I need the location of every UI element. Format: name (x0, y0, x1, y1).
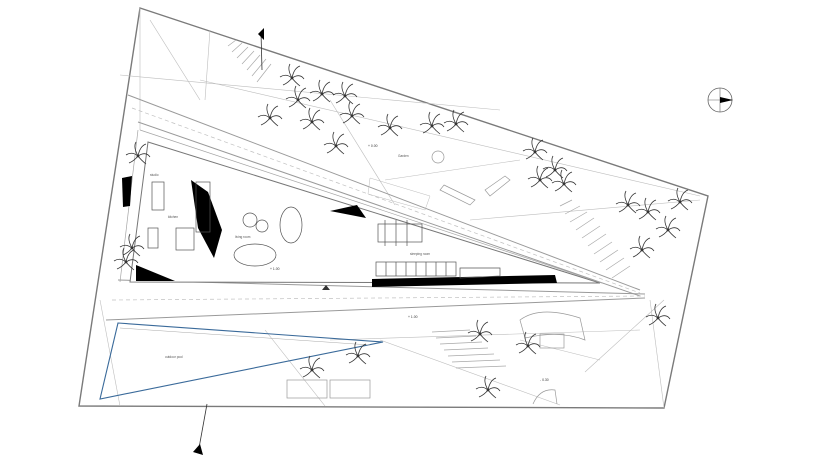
sleeping-furniture (375, 220, 501, 279)
east-steps (559, 199, 631, 279)
upper-terrace-steps (227, 39, 272, 83)
label-garden: Garden (398, 154, 409, 158)
kitchen-wall (191, 180, 222, 258)
level-terrace: + 1.00 (408, 315, 418, 319)
label-living-room: living room (235, 235, 251, 239)
mid-wall (330, 205, 366, 218)
label-outdoor-pool: outdoor pool (165, 355, 183, 359)
outdoor-pool: outdoor pool (99, 322, 384, 400)
garden-structures (286, 150, 586, 405)
level-garden: + 0.00 (368, 144, 378, 148)
south-steps (431, 329, 507, 369)
south-wall (372, 275, 557, 287)
label-sleeping-room: sleeping room (410, 252, 430, 256)
site-construction-lines (99, 8, 701, 409)
living-furniture (233, 206, 303, 267)
corner-wall (136, 265, 175, 281)
entry-marker (322, 285, 330, 290)
label-studio: studio (150, 173, 159, 177)
north-arrow-icon (258, 28, 264, 71)
level-entry: - 0.30 (540, 378, 549, 382)
compass-icon (707, 87, 733, 113)
section-marker-icon (193, 403, 208, 455)
studio-furniture (147, 181, 211, 251)
west-wall (122, 176, 132, 207)
upper-road (127, 94, 641, 297)
label-kitchen: kitchen (168, 215, 178, 219)
house: kitchen studio living room sleeping room… (119, 129, 603, 290)
house-outline (129, 141, 601, 284)
level-living: + 1.00 (270, 267, 280, 271)
